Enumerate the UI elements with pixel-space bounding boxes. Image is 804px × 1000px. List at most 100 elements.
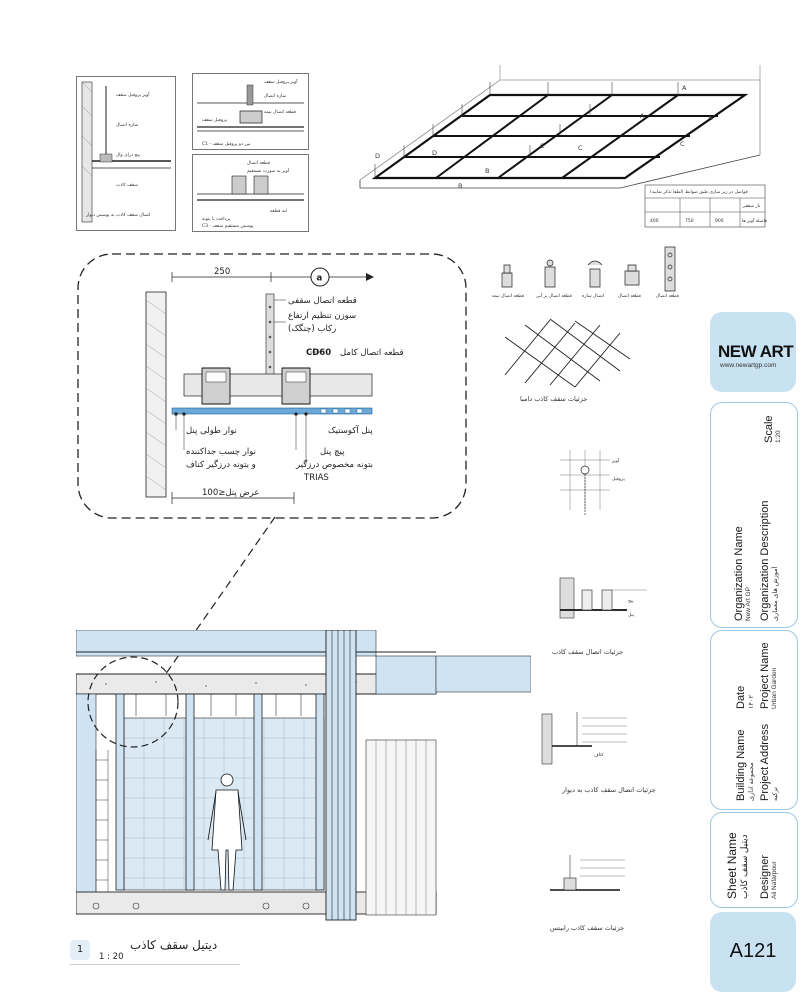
sheet-name-group: Sheet Name دیتیل سقف کاذب [725, 832, 750, 899]
date-group: Date ۱۴۰۲ [735, 686, 755, 709]
svg-text:پرداخت با بتونه: پرداخت با بتونه [202, 217, 231, 222]
grid-label-c2: C [578, 144, 583, 152]
project-box: Date ۱۴۰۲ Project Name Urban Garden Buil… [710, 630, 798, 810]
grid-label-c3: C [680, 140, 685, 148]
grid-label-c1: C [540, 142, 545, 150]
svg-text:پنل: پنل [628, 613, 635, 618]
svg-text:سقف کاذب: سقف کاذب [116, 182, 138, 188]
building-name-group: Building Name مجموعه اداری [735, 729, 755, 801]
label-trias: TRIAS [303, 473, 329, 483]
organization-description-group: Organization Description آموزش های معمار… [759, 501, 779, 621]
label-separator-tape: نوار چسب جداکننده [186, 447, 256, 457]
mesh-ceiling-detail: جزئیات سقف کاذب دامبا [495, 305, 645, 405]
profile-section-sketch-c1: آویز پروفیل سقف سازه اتصال قطعه اتصال نی… [192, 73, 309, 150]
svg-text:قطعه اتصال بر آیی: قطعه اتصال بر آیی [536, 293, 572, 299]
isometric-ceiling-grid: A A B C C D D A B C فواصل در زیر سازی طب… [350, 60, 780, 235]
organization-name-value: New Art GP [745, 587, 752, 621]
caption-wall: جزئیات اتصال سقف کاذب به دیوار [561, 786, 656, 794]
website-text: www.newartgp.com [720, 362, 777, 369]
sheet-name-label: Sheet Name [725, 832, 739, 899]
sheet-name-value: دیتیل سقف کاذب [739, 834, 749, 899]
label-joint-filler: و بتونه درزگیر کناف [186, 459, 256, 470]
organization-name-group: Organization Name New Art GP [733, 526, 752, 621]
drawing-title-bar: 1 دیتیل سقف کاذب [70, 938, 240, 965]
label-adjust-needle: سوزن تنظیم ارتفاع [288, 311, 356, 321]
svg-text:آویز پروفیل سقف: آویز پروفیل سقف [116, 92, 150, 98]
project-address-group: Project Address ترکیه [759, 724, 779, 801]
label-long-strip: نوار طولی پنل [186, 426, 237, 436]
label-ceiling-connection: قطعه اتصال سقفی [288, 296, 357, 306]
svg-text:قطعه اتصال: قطعه اتصال [247, 161, 270, 166]
grid-label-a3: A [708, 114, 713, 122]
hanger-plan-detail: آویز پروفیل [550, 440, 660, 530]
svg-text:قطعه اتصال نیمه: قطعه اتصال نیمه [492, 294, 524, 299]
grid-label-a2: A [640, 112, 645, 120]
person-figure [207, 773, 247, 891]
spacing-table-header-distance: فاصله آویز ها [742, 218, 767, 224]
organization-description-label: Organization Description [759, 500, 771, 621]
hanger-parts-row: قطعه اتصال نیمه قطعه اتصال بر آیی اتصال … [490, 245, 700, 305]
building-section [76, 630, 531, 930]
svg-text:قطعه اتصال: قطعه اتصال [656, 294, 679, 299]
project-address-label: Project Address [759, 723, 771, 801]
scale-label: Scale [763, 415, 775, 443]
drawing-scale: 1 : 20 [99, 952, 124, 962]
grid-label-d2: D [432, 149, 437, 157]
drawing-number: 1 [70, 940, 90, 960]
svg-text:لبه قطعه: لبه قطعه [270, 209, 287, 214]
label-panel-screw: پیچ پنل [320, 447, 345, 457]
scale-value: 1:20 [775, 430, 782, 443]
svg-text:قطعه اتصال: قطعه اتصال [618, 294, 641, 299]
dimension-bottom: 100≥عرض پنل [202, 488, 259, 498]
svg-text:سازه اتصال: سازه اتصال [264, 94, 286, 99]
designer-label: Designer [759, 854, 771, 899]
date-label: Date [735, 685, 747, 709]
project-address-value: ترکیه [772, 787, 779, 801]
svg-text:آویز پروفیل سقف: آویز پروفیل سقف [264, 79, 298, 85]
project-name-value: Urban Garden [771, 667, 778, 709]
grid-label-b2: B [458, 182, 462, 190]
organization-box: Organization Name New Art GP Organizatio… [710, 402, 798, 628]
svg-text:C3 - پوشش مستقیم سقف: C3 - پوشش مستقیم سقف [202, 223, 254, 229]
svg-text:پیچ: پیچ [628, 599, 634, 604]
svg-text:آویز به صورت مستقیم: آویز به صورت مستقیم [247, 168, 290, 174]
date-value: ۱۴۰۲ [748, 695, 755, 709]
wall-connection-sketch: آویز پروفیل سقف سازه اتصال پیچ درای وال … [76, 76, 176, 231]
joint-detail: پیچ پنل جزئیات اتصال سقف کاذب [552, 572, 672, 660]
svg-text:قطعه اتصال نیمه: قطعه اتصال نیمه [264, 110, 296, 115]
label-acoustic-panel: پنل آکوستیک [328, 424, 373, 436]
scale-group: Scale 1:20 [763, 415, 782, 443]
section-marker: a [317, 274, 323, 284]
svg-text:سازه اتصال: سازه اتصال [116, 123, 138, 128]
spacing-table-value-3: 900 [715, 218, 724, 224]
svg-text:پیچ درای وال: پیچ درای وال [116, 153, 141, 158]
logo-text: NEW ART [718, 342, 794, 361]
corner-detail: جزئیات سقف کاذب رابیتس [540, 850, 670, 938]
wall-joint-detail: کناف جزئیات اتصال سقف کاذب به دیوار [532, 706, 672, 798]
label-profile: CD60 [306, 348, 331, 358]
grid-label-b1: B [485, 167, 489, 175]
grid-label-a1: A [682, 84, 687, 92]
project-name-label: Project Name [759, 642, 771, 709]
sheet-number: A121 [729, 940, 777, 962]
detail-callout-a: 250 a قطعه اتصال سقفی سوزن تنظیم ارتفاع … [76, 252, 468, 520]
svg-text:پروفیل: پروفیل [612, 477, 626, 482]
grid-label-d1: D [375, 152, 380, 160]
spacing-table: فواصل در زیر سازی طبق ضوابط (لطفا تذکر ن… [644, 184, 767, 228]
designer-value: Ali Nafarpour [771, 861, 778, 899]
organization-name-label: Organization Name [733, 526, 745, 621]
svg-text:اتصال سقف کاذب به پوشش دیوار: اتصال سقف کاذب به پوشش دیوار [85, 212, 150, 218]
logo-box: NEW ART www.newartgp.com [710, 312, 796, 392]
caption-grid: جزئیات سقف کاذب دامبا [520, 395, 587, 403]
caption-corner: جزئیات سقف کاذب رابیتس [550, 924, 624, 932]
sheet-number-box: A121 [710, 912, 796, 992]
dimension-top: 250 [214, 267, 230, 277]
designer-group: Designer Ali Nafarpour [759, 855, 778, 899]
drawing-title: دیتیل سقف کاذب [130, 938, 218, 952]
label-hook: رکاب (چنگک) [288, 323, 336, 334]
svg-text:آویز: آویز [611, 458, 620, 464]
svg-text:پروفیل سقف: پروفیل سقف [202, 118, 228, 123]
spacing-table-value-2: 750 [685, 218, 694, 224]
svg-text:C1 - بین دو پروفیل سقف: C1 - بین دو پروفیل سقف [202, 141, 251, 147]
spacing-table-value-1: 400 [650, 218, 659, 224]
